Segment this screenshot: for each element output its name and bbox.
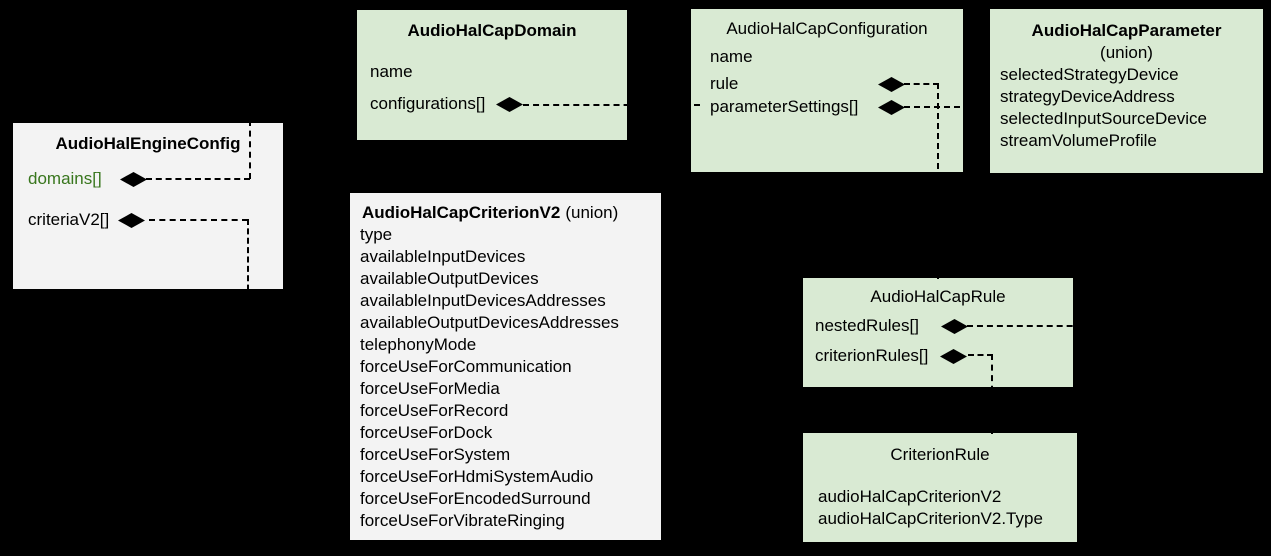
audio-hal-cap-parameter-box: AudioHalCapParameter (union) selectedStr… bbox=[990, 9, 1263, 173]
field-list: type availableInputDevices availableOutp… bbox=[360, 224, 619, 532]
box-title: AudioHalCapDomain bbox=[407, 21, 577, 40]
field-configurations: configurations[] bbox=[370, 94, 486, 113]
field-force-use-for-record: forceUseForRecord bbox=[360, 401, 509, 420]
field-criteriav2: criteriaV2[] bbox=[28, 210, 110, 229]
field-strategy-device-address: strategyDeviceAddress bbox=[1000, 87, 1175, 106]
field-available-input-devices: availableInputDevices bbox=[360, 247, 526, 266]
box-title: AudioHalCapCriterionV2(union) bbox=[362, 203, 618, 223]
field-available-output-devices: availableOutputDevices bbox=[360, 269, 539, 288]
connector-domains-horizontal bbox=[146, 178, 250, 180]
field-stream-volume-profile: streamVolumeProfile bbox=[1000, 131, 1157, 150]
criterion-rule-box: CriterionRule audioHalCapCriterionV2 aud… bbox=[803, 433, 1077, 542]
connector-domains-vertical bbox=[249, 120, 251, 179]
field-criterion-rules: criterionRules[] bbox=[815, 346, 929, 365]
field-force-use-for-encoded-surround: forceUseForEncodedSurround bbox=[360, 489, 591, 508]
audio-hal-cap-criterion-v2-box: AudioHalCapCriterionV2(union) type avail… bbox=[350, 193, 661, 540]
field-list: selectedStrategyDevice strategyDeviceAdd… bbox=[1000, 64, 1207, 152]
field-telephony-mode: telephonyMode bbox=[360, 335, 477, 354]
aggregation-diamond-icon bbox=[118, 213, 145, 228]
field-name: name bbox=[370, 62, 413, 81]
field-rule: rule bbox=[710, 74, 739, 93]
connector-rule-horizontal bbox=[904, 83, 939, 85]
audio-hal-cap-configuration-box: AudioHalCapConfiguration name rule param… bbox=[691, 9, 963, 172]
connector-criteriav2-vertical bbox=[247, 219, 249, 300]
field-available-output-devices-addresses: availableOutputDevicesAddresses bbox=[360, 313, 619, 332]
aggregation-diamond-icon bbox=[120, 172, 147, 187]
field-force-use-for-dock: forceUseForDock bbox=[360, 423, 493, 442]
aggregation-diamond-icon bbox=[878, 100, 905, 115]
field-force-use-for-media: forceUseForMedia bbox=[360, 379, 500, 398]
connector-nested-rules-horizontal bbox=[967, 325, 1262, 327]
box-title: AudioHalCapConfiguration bbox=[726, 19, 928, 38]
connector-criterion-rules-horizontal bbox=[968, 354, 993, 356]
aggregation-diamond-icon bbox=[940, 349, 967, 364]
connector-criteriav2-horizontal bbox=[149, 219, 248, 221]
connector-rule-vertical bbox=[937, 83, 939, 279]
field-audio-hal-cap-criterion-v2-type: audioHalCapCriterionV2.Type bbox=[818, 509, 1043, 528]
field-type: type bbox=[360, 225, 393, 244]
box-title-text: AudioHalCapCriterionV2 bbox=[362, 203, 561, 222]
field-available-input-devices-addresses: availableInputDevicesAddresses bbox=[360, 291, 606, 310]
box-subtitle: (union) bbox=[1100, 43, 1153, 62]
connector-parameter-settings-horizontal bbox=[904, 106, 990, 108]
connector-criterion-rules-vertical bbox=[991, 354, 993, 434]
field-nested-rules: nestedRules[] bbox=[815, 316, 919, 335]
field-force-use-for-system: forceUseForSystem bbox=[360, 445, 511, 464]
aggregation-diamond-icon bbox=[878, 77, 905, 92]
field-force-use-for-vibrate-ringing: forceUseForVibrateRinging bbox=[360, 511, 565, 530]
box-title: CriterionRule bbox=[890, 445, 990, 464]
box-title: AudioHalEngineConfig bbox=[55, 134, 241, 153]
box-title: AudioHalCapParameter bbox=[1031, 21, 1222, 40]
audio-hal-cap-rule-box: AudioHalCapRule nestedRules[] criterionR… bbox=[803, 278, 1073, 387]
field-force-use-for-communication: forceUseForCommunication bbox=[360, 357, 572, 376]
box-title: AudioHalCapRule bbox=[870, 287, 1006, 306]
aggregation-diamond-icon bbox=[496, 97, 523, 112]
field-force-use-for-hdmi-system-audio: forceUseForHdmiSystemAudio bbox=[360, 467, 594, 486]
connector-configurations-horizontal bbox=[523, 104, 700, 106]
audio-hal-engine-config-box: AudioHalEngineConfig domains[] criteriaV… bbox=[13, 123, 283, 289]
field-selected-input-source-device: selectedInputSourceDevice bbox=[1000, 109, 1207, 128]
field-audio-hal-cap-criterion-v2: audioHalCapCriterionV2 bbox=[818, 487, 1002, 506]
audio-hal-cap-domain-box: AudioHalCapDomain name configurations[] bbox=[357, 10, 627, 140]
field-parameter-settings: parameterSettings[] bbox=[710, 97, 859, 116]
field-name: name bbox=[710, 47, 753, 66]
field-list: audioHalCapCriterionV2 audioHalCapCriter… bbox=[818, 486, 1043, 530]
box-title-suffix: (union) bbox=[565, 203, 619, 222]
field-domains: domains[] bbox=[28, 169, 102, 188]
field-selected-strategy-device: selectedStrategyDevice bbox=[1000, 65, 1179, 84]
aggregation-diamond-icon bbox=[941, 319, 968, 334]
